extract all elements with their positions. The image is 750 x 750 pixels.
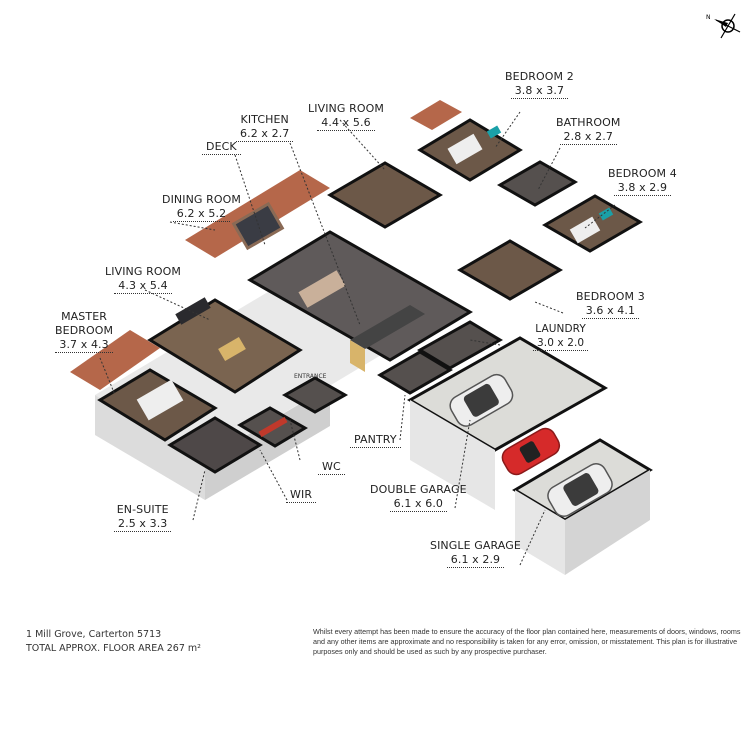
label-living-room-2: LIVING ROOM 4.3 x 5.4 bbox=[105, 265, 181, 294]
label-laundry: LAUNDRY 3.0 x 2.0 bbox=[533, 322, 589, 351]
dining-kitchen-floor bbox=[247, 230, 473, 362]
label-single-garage: SINGLE GARAGE 6.1 x 2.9 bbox=[430, 539, 521, 568]
wc-floor bbox=[281, 376, 349, 414]
bedroom-3-floor bbox=[457, 239, 563, 301]
north-arrow-icon: N bbox=[706, 13, 741, 39]
spa-pool bbox=[231, 201, 285, 251]
label-dining-room: DINING ROOM 6.2 x 5.2 bbox=[162, 193, 241, 222]
pantry-floor bbox=[377, 350, 453, 395]
double-garage bbox=[406, 336, 609, 510]
kitchen-island bbox=[350, 305, 425, 349]
bathroom-floor bbox=[496, 160, 579, 207]
label-en-suite: EN-SUITE 2.5 x 3.3 bbox=[114, 503, 172, 532]
floor-plan-illustration bbox=[70, 100, 653, 575]
leader-lines bbox=[99, 111, 616, 566]
dining-table bbox=[298, 270, 346, 308]
label-pantry: PANTRY bbox=[350, 433, 401, 448]
property-address: 1 Mill Grove, Carterton 5713 bbox=[26, 629, 162, 640]
label-master-bedroom: MASTER BEDROOM 3.7 x 4.3 bbox=[55, 310, 114, 353]
label-bathroom: BATHROOM 2.8 x 2.7 bbox=[556, 116, 621, 145]
car-white-2 bbox=[547, 463, 613, 517]
label-wir: WIR bbox=[286, 488, 317, 503]
label-kitchen: KITCHEN 6.2 x 2.7 bbox=[236, 113, 294, 142]
property-info: 1 Mill Grove, Carterton 5713 TOTAL APPRO… bbox=[26, 628, 201, 656]
disclaimer-text: Whilst every attempt has been made to en… bbox=[313, 627, 741, 656]
car-white-1 bbox=[449, 373, 514, 427]
car-red bbox=[501, 427, 561, 476]
label-deck: DECK bbox=[202, 140, 241, 155]
single-garage bbox=[512, 438, 653, 575]
label-living-room-1: LIVING ROOM 4.4 x 5.6 bbox=[308, 102, 384, 131]
label-bedroom-4: BEDROOM 4 3.8 x 2.9 bbox=[608, 167, 677, 196]
label-wc: WC bbox=[318, 460, 345, 475]
total-floor-area: TOTAL APPROX. FLOOR AREA 267 m² bbox=[26, 643, 201, 654]
laundry-floor bbox=[417, 320, 503, 370]
label-bedroom-2: BEDROOM 2 3.8 x 3.7 bbox=[505, 70, 574, 99]
living-room-1-floor bbox=[327, 161, 443, 229]
svg-text:N: N bbox=[706, 14, 711, 21]
deck-area bbox=[70, 100, 462, 390]
label-double-garage: DOUBLE GARAGE 6.1 x 6.0 bbox=[370, 483, 467, 512]
label-bedroom-3: BEDROOM 3 3.6 x 4.1 bbox=[576, 290, 645, 319]
label-entrance: ENTRANCE bbox=[294, 373, 327, 380]
en-suite-floor bbox=[167, 416, 263, 474]
